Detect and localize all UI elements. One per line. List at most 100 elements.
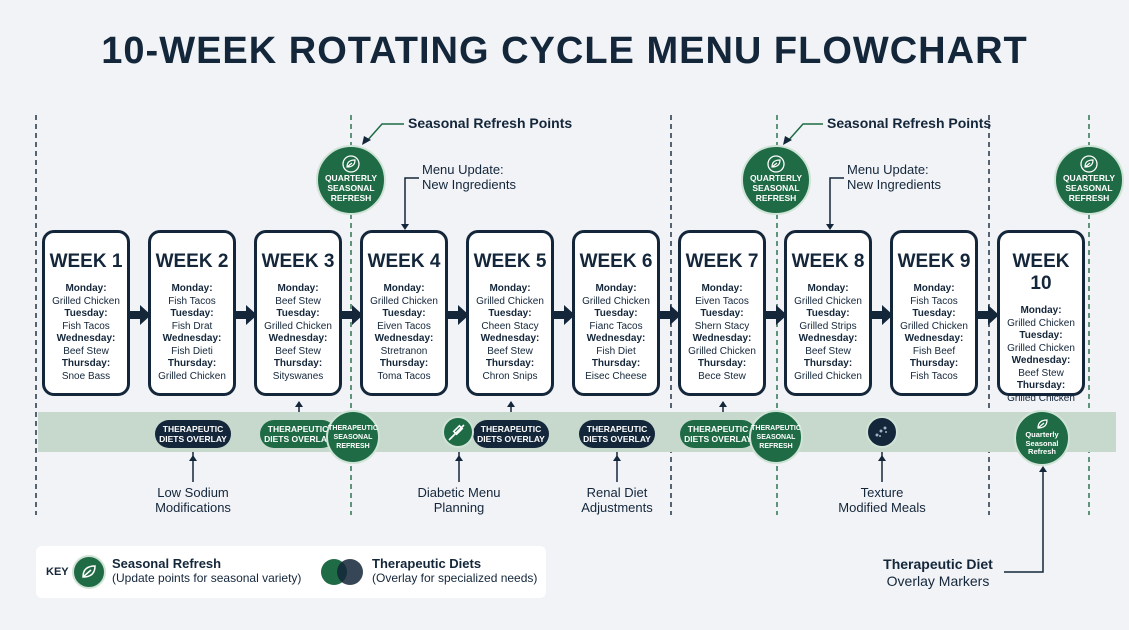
badge-line-3: Refresh — [1028, 447, 1056, 456]
day-label: Monday: — [383, 283, 425, 294]
day-label: Monday: — [913, 283, 955, 294]
leaf-icon — [342, 155, 360, 173]
arrow-right-icon — [448, 305, 469, 325]
callout-line-1: Renal Diet — [586, 485, 648, 500]
day-meal: Chron Snips — [482, 370, 538, 382]
day-label: Thursday: — [167, 358, 217, 369]
day-label: Monday: — [701, 283, 743, 294]
day-meal: Grilled Chicken — [1007, 392, 1075, 404]
badge-line-1: QUARTERLY — [749, 173, 803, 183]
day-label: Wednesday: — [586, 333, 646, 344]
arrow-right-icon — [660, 305, 681, 325]
day-label: Thursday: — [485, 358, 535, 369]
day-label: Thursday: — [379, 358, 429, 369]
day-meal: Fish Tacos — [62, 320, 110, 332]
key-seasonal-desc: (Update points for seasonal variety) — [112, 571, 302, 585]
day-label: Monday: — [1020, 305, 1062, 316]
badge-line-2: SEASONAL — [333, 434, 373, 441]
callout-line-2: Modified Meals — [838, 500, 926, 515]
week-label: WEEK 8 — [791, 251, 865, 272]
badge-line-1: THERAPEUTIC — [328, 425, 378, 432]
quarterly-refresh-badge-3: QUARTERLY SEASONAL REFRESH — [1054, 145, 1124, 215]
week-label: WEEK 1 — [49, 251, 123, 272]
legend-key: KEY Seasonal Refresh (Update points for … — [36, 546, 546, 598]
overlap-circles-icon — [320, 558, 368, 586]
key-therapeutic-title: Therapeutic Diets — [372, 556, 482, 571]
callout-line-1: Diabetic Menu — [417, 485, 501, 500]
day-label: Thursday: — [61, 358, 111, 369]
day-label: Wednesday: — [904, 333, 964, 344]
syringe-icon — [442, 416, 474, 448]
pill-line-2: DIETS OVERLAY — [477, 434, 545, 444]
badge-line-3: REFRESH — [336, 443, 370, 450]
arrow-right-icon — [978, 305, 999, 325]
day-label: Wednesday: — [1011, 355, 1071, 366]
day-meal: Grilled Chicken — [688, 345, 756, 357]
callout-diabetic: Diabetic Menu Planning — [399, 485, 519, 515]
day-meal: Grilled Chicken — [158, 370, 226, 382]
badge-line-1: THERAPEUTIC — [751, 425, 801, 432]
leaf-icon — [1037, 419, 1048, 429]
day-meal: Cheen Stacy — [481, 320, 539, 332]
day-meal: Grilled Chicken — [794, 370, 862, 382]
badge-line-2: Seasonal — [1025, 438, 1059, 448]
menu-update-sub: New Ingredients — [422, 177, 516, 192]
arrow-right-icon — [554, 305, 575, 325]
leaf-icon — [72, 555, 106, 589]
day-label: Thursday: — [1016, 380, 1066, 391]
quarterly-refresh-badge-2: QUARTERLY SEASONAL REFRESH — [741, 145, 811, 215]
day-meal: Eiven Tacos — [377, 320, 431, 332]
day-label: Wednesday: — [56, 333, 116, 344]
day-meal: Eiven Tacos — [695, 295, 749, 307]
key-therapeutic-desc: (Overlay for specialized needs) — [372, 571, 538, 585]
day-label: Monday: — [171, 283, 213, 294]
key-seasonal: Seasonal Refresh (Update points for seas… — [112, 556, 301, 585]
leaf-icon — [767, 155, 785, 173]
day-meal: Grilled Chicken — [1007, 342, 1075, 354]
pill-line-2: DIETS OVERLAY — [684, 434, 752, 444]
callout-renal: Renal Diet Adjustments — [557, 485, 677, 515]
week-label: WEEK 5 — [473, 251, 547, 272]
seasonal-refresh-label-1: Seasonal Refresh Points — [408, 115, 573, 131]
callout-line-1: Low Sodium — [157, 485, 229, 500]
key-label: KEY — [46, 566, 69, 578]
pill-line-1: THERAPEUTIC — [480, 424, 542, 434]
pill-line-1: THERAPEUTIC — [267, 424, 329, 434]
day-meal: Stretranon — [380, 345, 428, 357]
day-meal: Fianc Tacos — [589, 320, 643, 332]
callout-line-2: Overlay Markers — [886, 573, 990, 589]
day-meal: Grilled Chicken — [370, 295, 438, 307]
day-label: Wednesday: — [480, 333, 540, 344]
badge-line-2: SEASONAL — [756, 434, 796, 441]
day-label: Tuesday: — [170, 308, 214, 319]
pill-line-2: DIETS OVERLAY — [264, 434, 332, 444]
seasonal-refresh-label-2: Seasonal Refresh Points — [827, 115, 992, 131]
badge-line-2: SEASONAL — [327, 183, 375, 193]
day-label: Wednesday: — [798, 333, 858, 344]
week-label: WEEK 4 — [367, 251, 441, 272]
day-meal: Grilled Chicken — [1007, 317, 1075, 329]
badge-line-1: QUARTERLY — [1062, 173, 1116, 183]
day-label: Wednesday: — [162, 333, 222, 344]
day-meal: Grilled Chicken — [582, 295, 650, 307]
week-label: WEEK 2 — [155, 251, 229, 272]
day-meal: Grilled Strips — [799, 320, 857, 332]
day-label: Tuesday: — [276, 308, 320, 319]
day-label: Wednesday: — [268, 333, 328, 344]
page-title: 10-WEEK ROTATING CYCLE MENU FLOWCHART — [101, 30, 1028, 72]
day-label: Wednesday: — [692, 333, 752, 344]
week-label: WEEK 3 — [261, 251, 335, 272]
day-label: Tuesday: — [64, 308, 108, 319]
day-meal: Grilled Chicken — [476, 295, 544, 307]
badge-line-1: Quarterly — [1025, 430, 1059, 439]
